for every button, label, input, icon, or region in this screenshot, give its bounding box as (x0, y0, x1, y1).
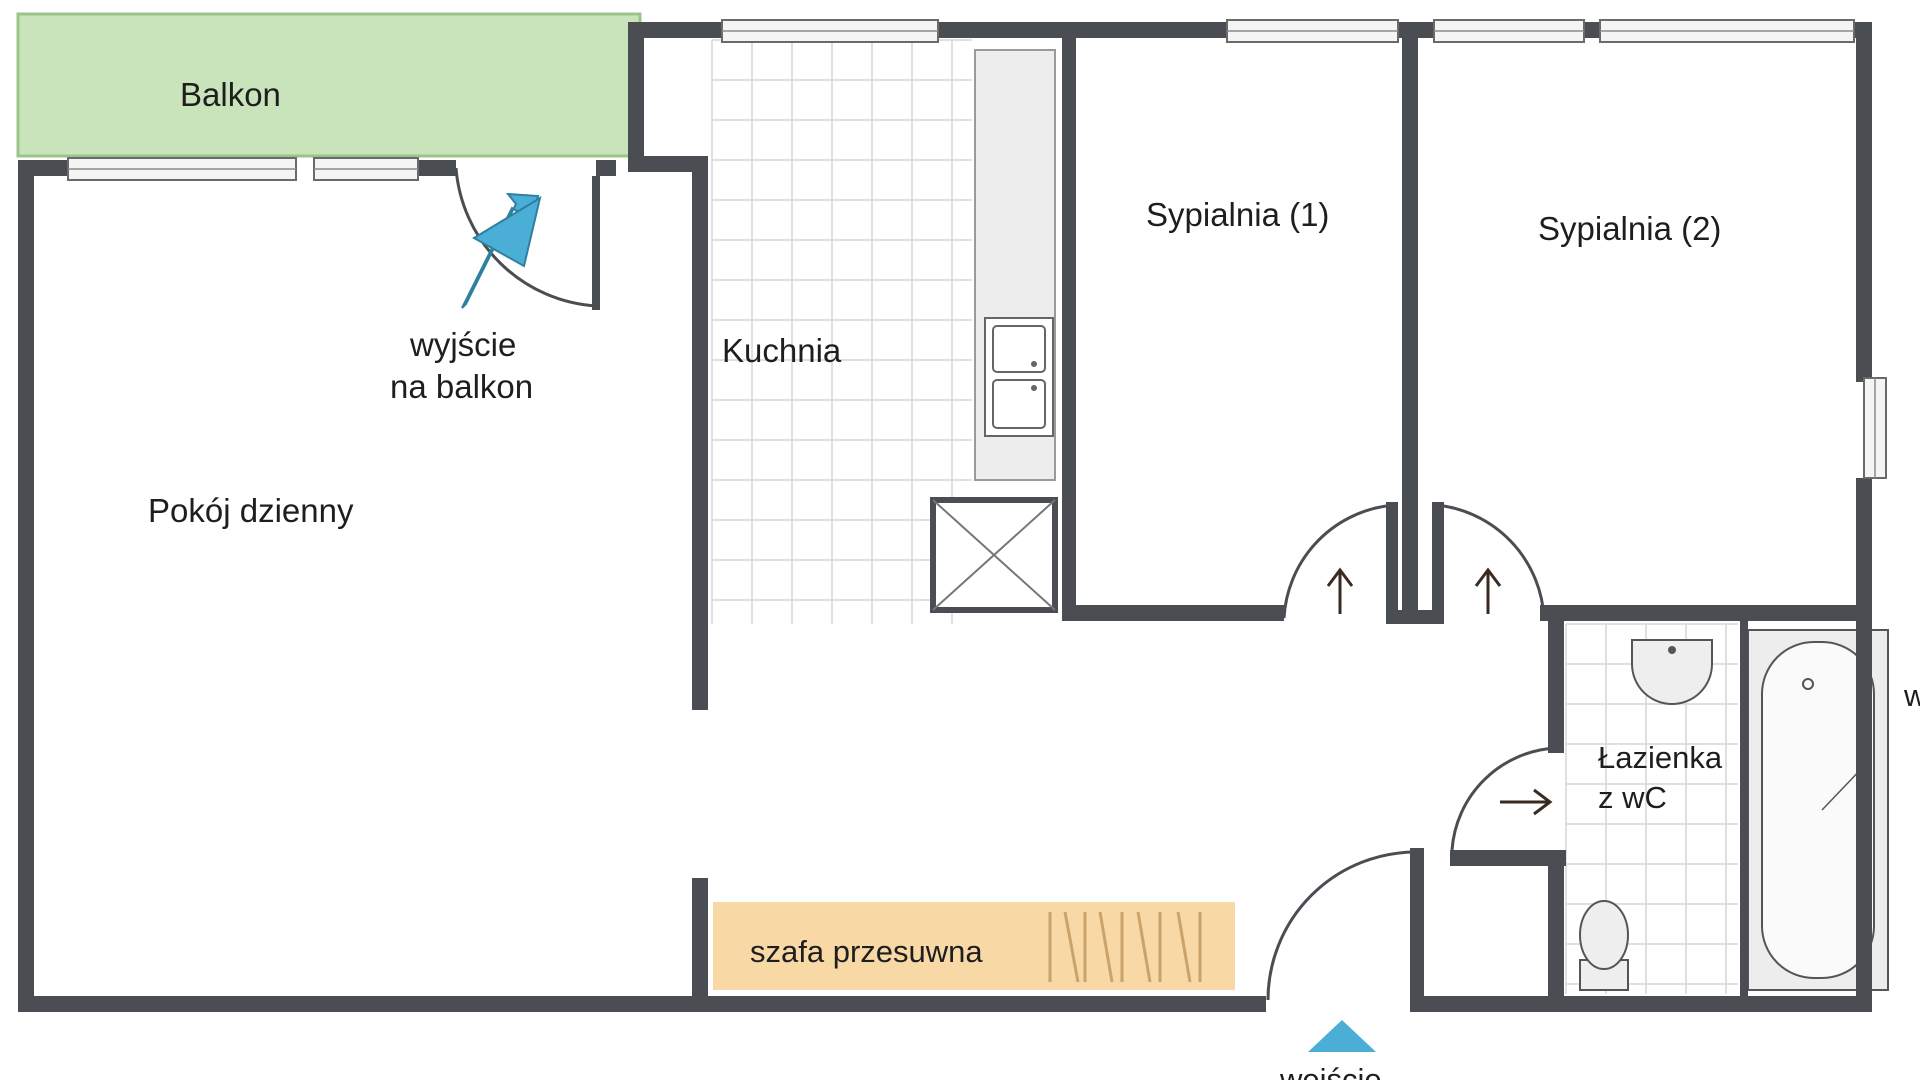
wardrobe-label: szafa przesuwna (750, 934, 983, 969)
balcony-exit-label-line1: wyjście (409, 326, 516, 363)
room-label-living-room: Pokój dzienny (148, 492, 354, 529)
bathroom-door-arrow-icon (1500, 788, 1553, 816)
kitchen-sink-icon (984, 317, 1054, 437)
bedroom1-door-arrow-icon (1326, 567, 1354, 614)
room-label-balcony: Balkon (180, 76, 281, 113)
toilet-icon (1579, 900, 1629, 991)
balcony-area (16, 12, 642, 158)
windows (67, 19, 1887, 479)
door-swings (454, 167, 1557, 1001)
kitchen-tile-grid (711, 39, 972, 624)
kitchen-shaft-icon (930, 497, 1058, 613)
balcony-exit-label-line2: na balkon (390, 368, 533, 405)
entrance-marker-icon (1308, 1020, 1376, 1052)
washbasin-icon (1631, 639, 1713, 705)
room-label-bedroom2: Sypialnia (2) (1538, 210, 1721, 247)
balcony-exit-arrow-icon (461, 192, 542, 309)
room-label-bedroom1: Sypialnia (1) (1146, 196, 1329, 233)
room-label-kitchen: Kuchnia (722, 332, 842, 369)
room-label-bathroom-line1: Łazienka (1598, 740, 1723, 775)
entrance-label: wejście (1279, 1062, 1382, 1080)
walls (18, 22, 1872, 1012)
room-label-bathroom-line2: z wC (1598, 780, 1667, 815)
edge-label-fragment: w (1903, 678, 1920, 713)
bedroom2-door-arrow-icon (1474, 567, 1502, 614)
wardrobe-hatching (1048, 911, 1202, 983)
